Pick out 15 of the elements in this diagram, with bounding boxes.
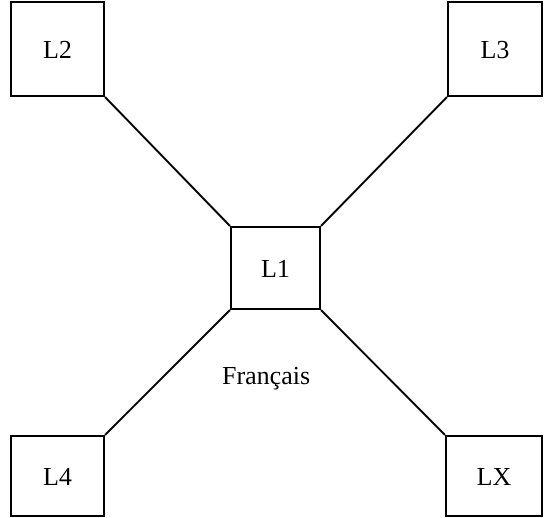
label-box	[447, 1, 543, 97]
connector-line	[320, 309, 446, 436]
language-label: Français	[222, 360, 310, 392]
connector-line	[104, 309, 231, 436]
box-label: L1	[261, 252, 290, 284]
connector-line	[320, 96, 448, 227]
box-label: L4	[43, 460, 72, 492]
box-label: L3	[480, 34, 510, 66]
label-box	[445, 435, 543, 517]
box-label: LX	[476, 460, 512, 492]
connector-line	[104, 96, 231, 227]
label-box	[10, 1, 105, 97]
box-label: L2	[43, 34, 72, 66]
label-box	[10, 435, 105, 517]
label-box	[230, 226, 321, 310]
